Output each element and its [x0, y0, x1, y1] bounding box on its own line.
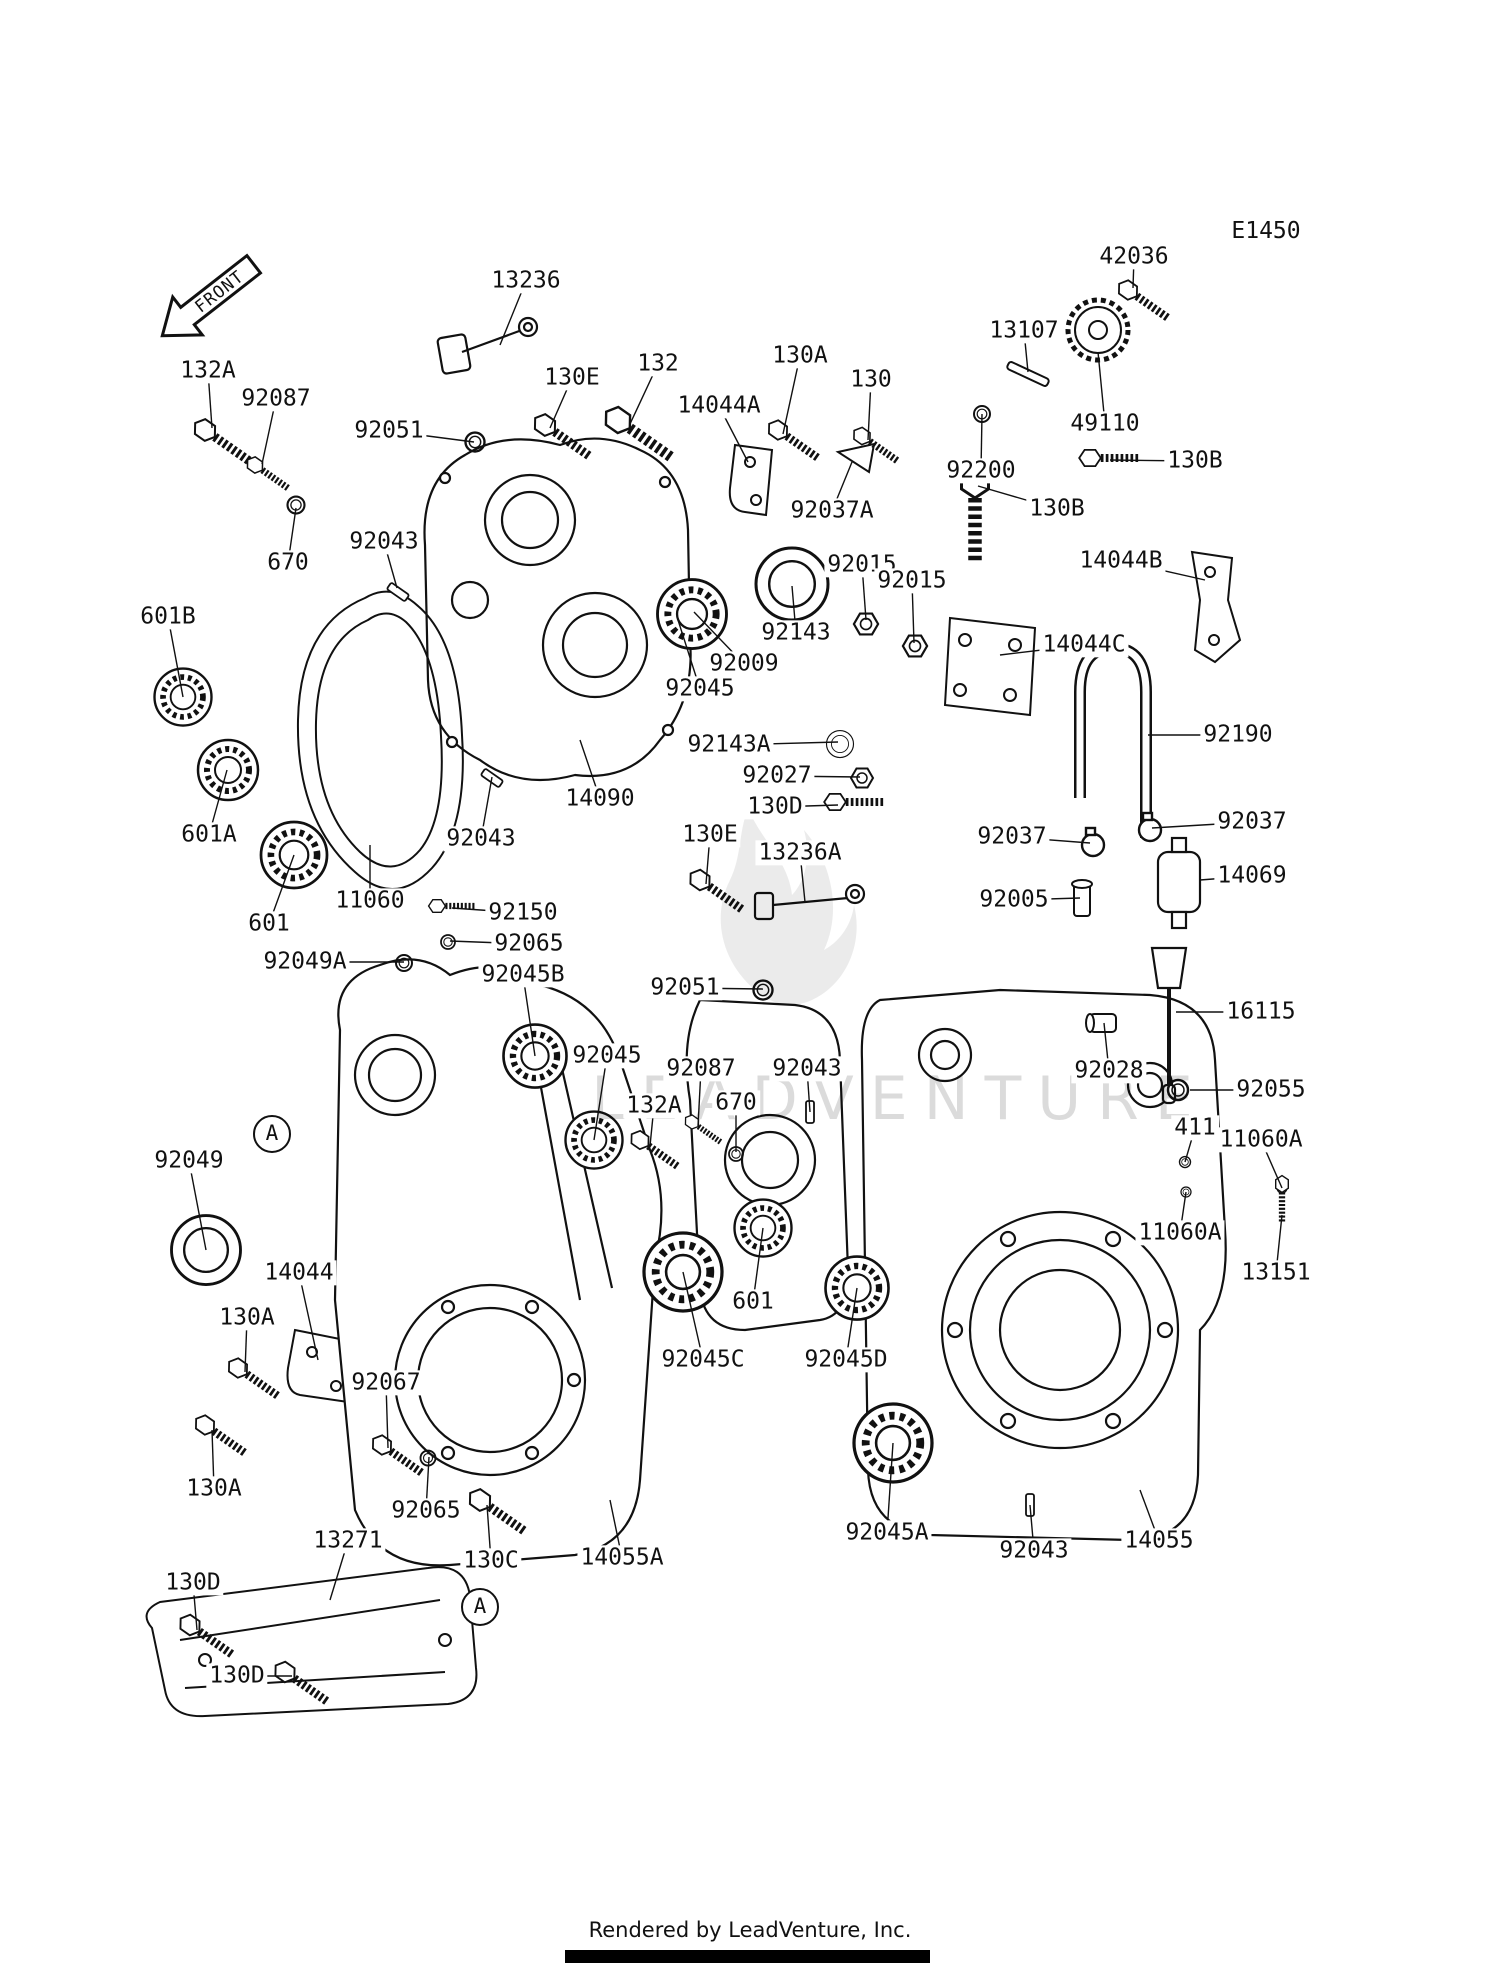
leader-line [776, 775, 861, 778]
leader-line [207, 370, 213, 429]
bracket-14044A [728, 442, 876, 517]
leader-line [752, 1227, 764, 1303]
leader-line [1097, 351, 1106, 425]
leader-line [480, 776, 493, 840]
leader-line [799, 852, 806, 903]
leader-line [167, 616, 184, 698]
gasket-11060 [296, 590, 464, 890]
pin-13107 [1006, 361, 1050, 387]
shift-lever-13236 [436, 316, 539, 375]
leader-line [244, 1317, 248, 1373]
leader-line [977, 485, 1058, 510]
leader-line [1103, 1022, 1110, 1072]
leader-line [1013, 897, 1081, 901]
footer-bar [565, 1950, 930, 1963]
leader-line [425, 1456, 430, 1512]
leader-line [1275, 1214, 1283, 1274]
leader-line [886, 1442, 894, 1534]
leader-line [831, 461, 853, 512]
leader-line [867, 379, 872, 441]
leader-line [649, 1105, 655, 1147]
bracket-14044C [943, 616, 1037, 717]
leader-line [486, 1504, 492, 1562]
crankcase-lower-left [333, 958, 663, 1567]
leader-line [388, 430, 475, 443]
leader-line [522, 974, 536, 1057]
leader-line [268, 854, 295, 925]
leader-line [791, 585, 797, 634]
leader-line [677, 619, 701, 690]
leader-line [1132, 256, 1135, 289]
leader-line [697, 1068, 702, 1127]
clamp-92037-left [1080, 826, 1106, 858]
leader-line [1139, 1489, 1160, 1542]
leader-line [499, 280, 527, 346]
leader-line [1120, 560, 1206, 581]
leader-line [451, 907, 524, 914]
leader-line [449, 940, 530, 945]
leader-line [911, 580, 915, 644]
crankcase-upper [423, 437, 692, 782]
leader-line [705, 834, 711, 885]
plug-92028 [1085, 1013, 1117, 1033]
leader-line [192, 1582, 198, 1631]
leader-line [806, 1068, 811, 1113]
leader-line [999, 644, 1085, 656]
leader-line [728, 741, 839, 746]
leader-line [261, 398, 277, 465]
leader-line [609, 1499, 623, 1559]
crankcase-right [860, 988, 1227, 1542]
dipstick-16115 [1150, 946, 1188, 1105]
leader-line [774, 804, 839, 808]
shift-lever-13236A [753, 883, 866, 921]
leader-line [329, 1540, 349, 1601]
leader-line [1260, 1139, 1283, 1189]
leader-line [1184, 1127, 1196, 1163]
leader-line [684, 987, 764, 990]
leader-line [718, 405, 749, 463]
leader-line [385, 1382, 389, 1449]
leader-line [1151, 821, 1253, 829]
leader-line [693, 611, 745, 665]
leader-line [593, 1055, 608, 1141]
diagram-code: E1450 [1231, 218, 1301, 244]
clamp-92037-right [1137, 811, 1163, 843]
filter-14069 [1156, 836, 1202, 930]
footer-credit: Rendered by LeadVenture, Inc. [588, 1918, 912, 1942]
leader-line [980, 413, 983, 472]
leader-line [1109, 459, 1196, 462]
leader-line [629, 363, 659, 425]
bracket-14044 [286, 1328, 357, 1404]
leader-line [549, 377, 573, 429]
leader-line [1023, 330, 1029, 373]
leader-line [579, 739, 601, 800]
leader-line [383, 541, 398, 589]
leader-line [211, 1429, 215, 1490]
leader-line [298, 1272, 319, 1361]
leader-line [188, 1160, 207, 1251]
leader-line [1199, 875, 1253, 881]
leader-line [682, 1271, 704, 1361]
leader-line [845, 1287, 858, 1361]
leader-line [1029, 1504, 1035, 1552]
plate-92037A [835, 442, 876, 474]
leader-line [208, 769, 228, 836]
gear-42036 [1065, 297, 1131, 363]
leader-line [861, 564, 867, 621]
leader-line [782, 355, 801, 435]
fitting-92005 [1071, 879, 1093, 917]
leader-line [1011, 836, 1091, 844]
leader-line [1179, 1191, 1187, 1234]
leader-line [287, 507, 297, 564]
